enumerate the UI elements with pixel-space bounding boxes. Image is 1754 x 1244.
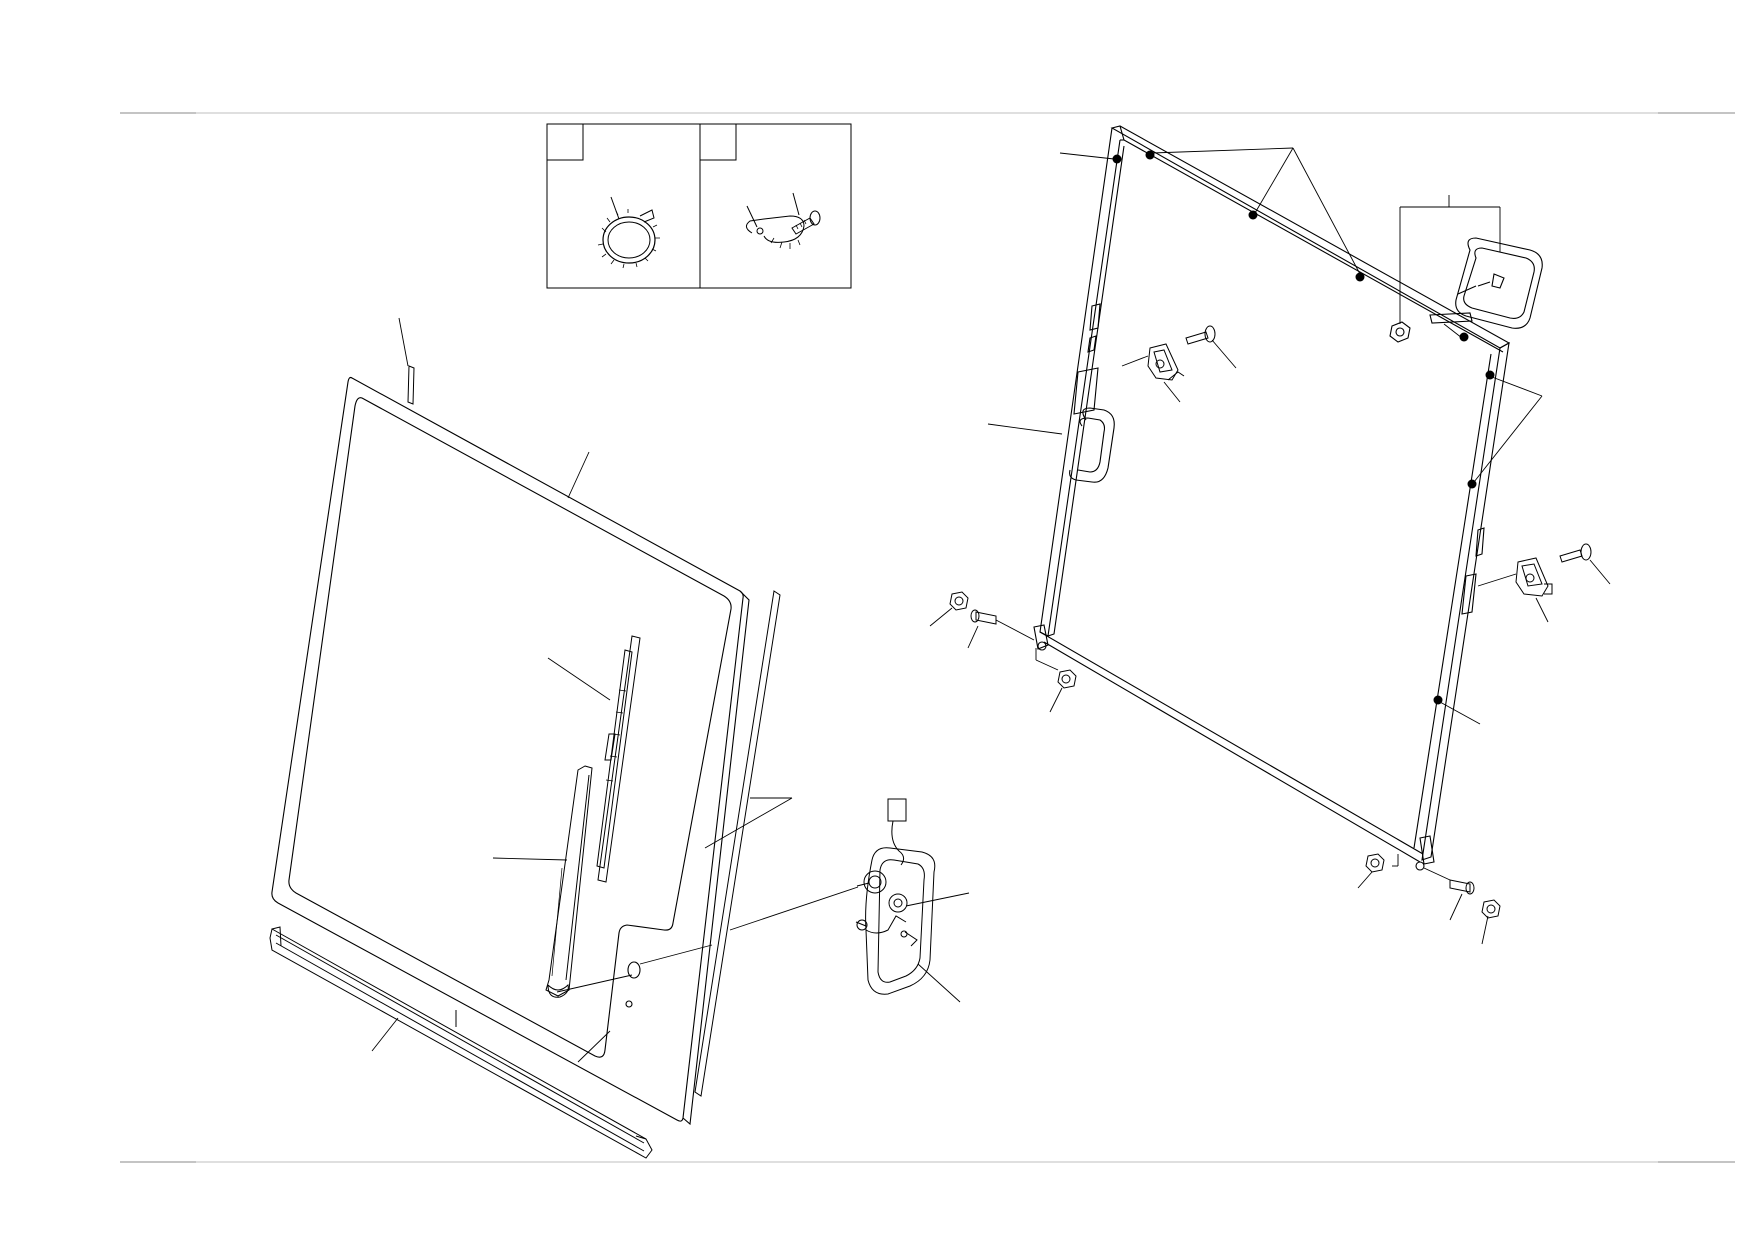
leader-motor-housing — [917, 963, 961, 1003]
bottom-channel-rail — [269, 926, 653, 1159]
rivet — [1145, 150, 1155, 160]
leader-bottom-rail — [371, 1017, 399, 1052]
leader-latch-to-frame — [1121, 355, 1149, 367]
clamp-leader — [610, 196, 620, 220]
glass-pane — [271, 376, 750, 1126]
leader-arm-to-hole — [556, 974, 633, 993]
rivet — [1459, 332, 1469, 342]
mirror — [1389, 237, 1543, 343]
leader-motor-spindle — [729, 886, 859, 931]
hinge-pin-upper — [970, 609, 997, 625]
leader-frame-top-right — [1443, 323, 1463, 339]
hose-clamp-icon — [597, 209, 660, 269]
leader-lower-screw — [1589, 559, 1611, 585]
detail-box-a-tag — [546, 123, 584, 161]
nut-lower — [1365, 853, 1385, 873]
glass-outer-edge — [271, 376, 744, 1122]
leader-pin-lower — [1449, 893, 1463, 921]
rivet — [1112, 154, 1122, 164]
leader-seal-fastener-b — [1254, 147, 1294, 214]
page-rules — [120, 112, 1735, 1163]
hinge-hardware — [949, 591, 1501, 919]
leader-wiper-blade — [547, 657, 611, 701]
screw-icon — [791, 210, 821, 235]
leader-wiper-arm — [492, 857, 568, 861]
leader-hinge-to-nut — [1035, 659, 1059, 671]
detail-box-a — [546, 123, 701, 289]
leader-right-seal-b — [1473, 395, 1543, 483]
right-leader-lines — [929, 147, 1611, 945]
mirror-outer — [1455, 237, 1543, 329]
small-hole — [625, 1000, 633, 1008]
leader-frame-top-left — [1059, 152, 1115, 160]
frame-bottom-rod — [1039, 631, 1424, 855]
hinge-pin-lower — [1449, 879, 1475, 895]
detail-box-b-frame — [699, 123, 852, 289]
leader-notch — [577, 1030, 611, 1063]
leader-glass — [567, 451, 590, 499]
leader-seal-strip-b — [704, 797, 793, 849]
frame-right — [1421, 341, 1510, 861]
mirror-nut — [1389, 321, 1411, 343]
screw-leader — [792, 192, 800, 216]
leader-motor-gear — [905, 892, 970, 907]
leader-right-seal-a — [1491, 376, 1543, 397]
leader-upper-screw — [1211, 339, 1237, 369]
frame-handle — [1069, 407, 1115, 483]
leader-right-upright — [1439, 701, 1481, 725]
leader-upper-latch — [1163, 381, 1181, 403]
rivet — [1485, 370, 1495, 380]
bushing-lower-right — [1481, 899, 1501, 919]
rivet — [1355, 272, 1365, 282]
leader-hole-to-motor — [639, 944, 713, 965]
leader-bushing-upper — [929, 607, 953, 627]
nut-upper — [1057, 669, 1077, 689]
leader-latch-to-right — [1477, 573, 1517, 587]
glass-thickness — [682, 590, 750, 1126]
vertical-seal-strip — [694, 590, 781, 1097]
lower-latch-screw — [1559, 543, 1592, 563]
left-leader-lines — [371, 317, 970, 1063]
leader-pin-to-hinge — [995, 619, 1035, 641]
glass-inner-edge — [288, 397, 732, 1058]
rivet — [1433, 695, 1443, 705]
wiper-motor — [855, 798, 936, 995]
lower-latch — [1515, 557, 1553, 597]
frame-top — [1110, 125, 1511, 349]
detail-box-b-tag — [699, 123, 737, 161]
leader-seal-fastener-c — [1292, 147, 1361, 275]
detail-box-a-frame — [546, 123, 701, 289]
leader-nut-lower — [1357, 871, 1373, 889]
leader-nut-upper — [1049, 687, 1063, 713]
p-clip-icon — [746, 215, 805, 249]
motor-housing — [865, 847, 936, 995]
leader-bushing-lower — [1481, 915, 1489, 945]
leader-seal-tab — [398, 317, 409, 367]
door-frame — [1033, 125, 1511, 871]
upper-latch — [1147, 343, 1185, 381]
upper-latch-screw — [1185, 325, 1216, 345]
spindle-hole — [627, 961, 641, 979]
leader-pin-to-hinge-lower — [1423, 867, 1451, 881]
leader-lower-latch — [1535, 597, 1549, 623]
p-clip-leader — [746, 205, 758, 228]
motor-wire — [891, 820, 905, 866]
motor-connector — [887, 798, 907, 822]
leader-pin-upper — [967, 625, 979, 649]
wiper-blade — [596, 635, 641, 883]
detail-box-b — [699, 123, 852, 289]
bushing-upper-left — [949, 591, 969, 611]
frame-rivets — [1112, 150, 1495, 705]
frame-left — [1039, 127, 1121, 637]
leader-seal-fastener-a — [1151, 147, 1294, 154]
wiper-arm — [545, 765, 593, 998]
leader-left-upright — [987, 423, 1063, 435]
seal-tab — [407, 365, 415, 405]
